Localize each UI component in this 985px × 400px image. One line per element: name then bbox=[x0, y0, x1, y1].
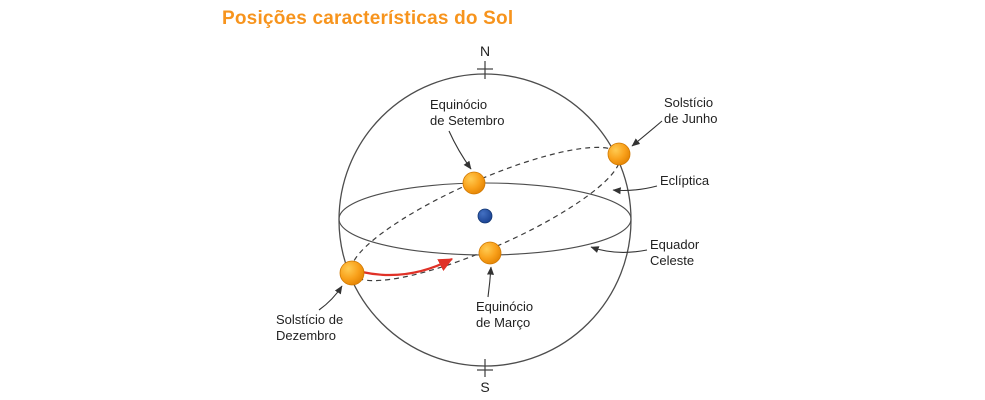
pointer-march-equinox bbox=[486, 266, 494, 298]
sun-motion-arrow bbox=[361, 258, 453, 277]
sun-september-equinox bbox=[462, 171, 486, 195]
earth-dot bbox=[477, 208, 493, 224]
north-label: N bbox=[479, 43, 491, 59]
diagram-title: Posições características do Sol bbox=[222, 8, 514, 29]
label-september-equinox: Equinócio de Setembro bbox=[430, 97, 505, 129]
pointer-september-equinox bbox=[448, 130, 472, 170]
sun-march-equinox bbox=[478, 241, 502, 265]
pointer-ecliptic bbox=[612, 185, 658, 195]
label-ecliptic: Eclíptica bbox=[660, 173, 710, 188]
pointer-june-solstice bbox=[631, 120, 663, 147]
south-label: S bbox=[480, 379, 490, 395]
sun-june-solstice bbox=[607, 142, 631, 166]
pointer-december-solstice bbox=[318, 285, 343, 311]
label-celestial-equator: Equador Celeste bbox=[650, 237, 700, 269]
label-june-solstice: Solstício de Junho bbox=[664, 95, 718, 127]
sun-december-solstice bbox=[339, 260, 365, 286]
label-december-solstice: Solstício de Dezembro bbox=[276, 312, 344, 344]
pointer-celestial-equator bbox=[590, 246, 648, 253]
label-march-equinox: Equinócio de Março bbox=[476, 299, 534, 331]
